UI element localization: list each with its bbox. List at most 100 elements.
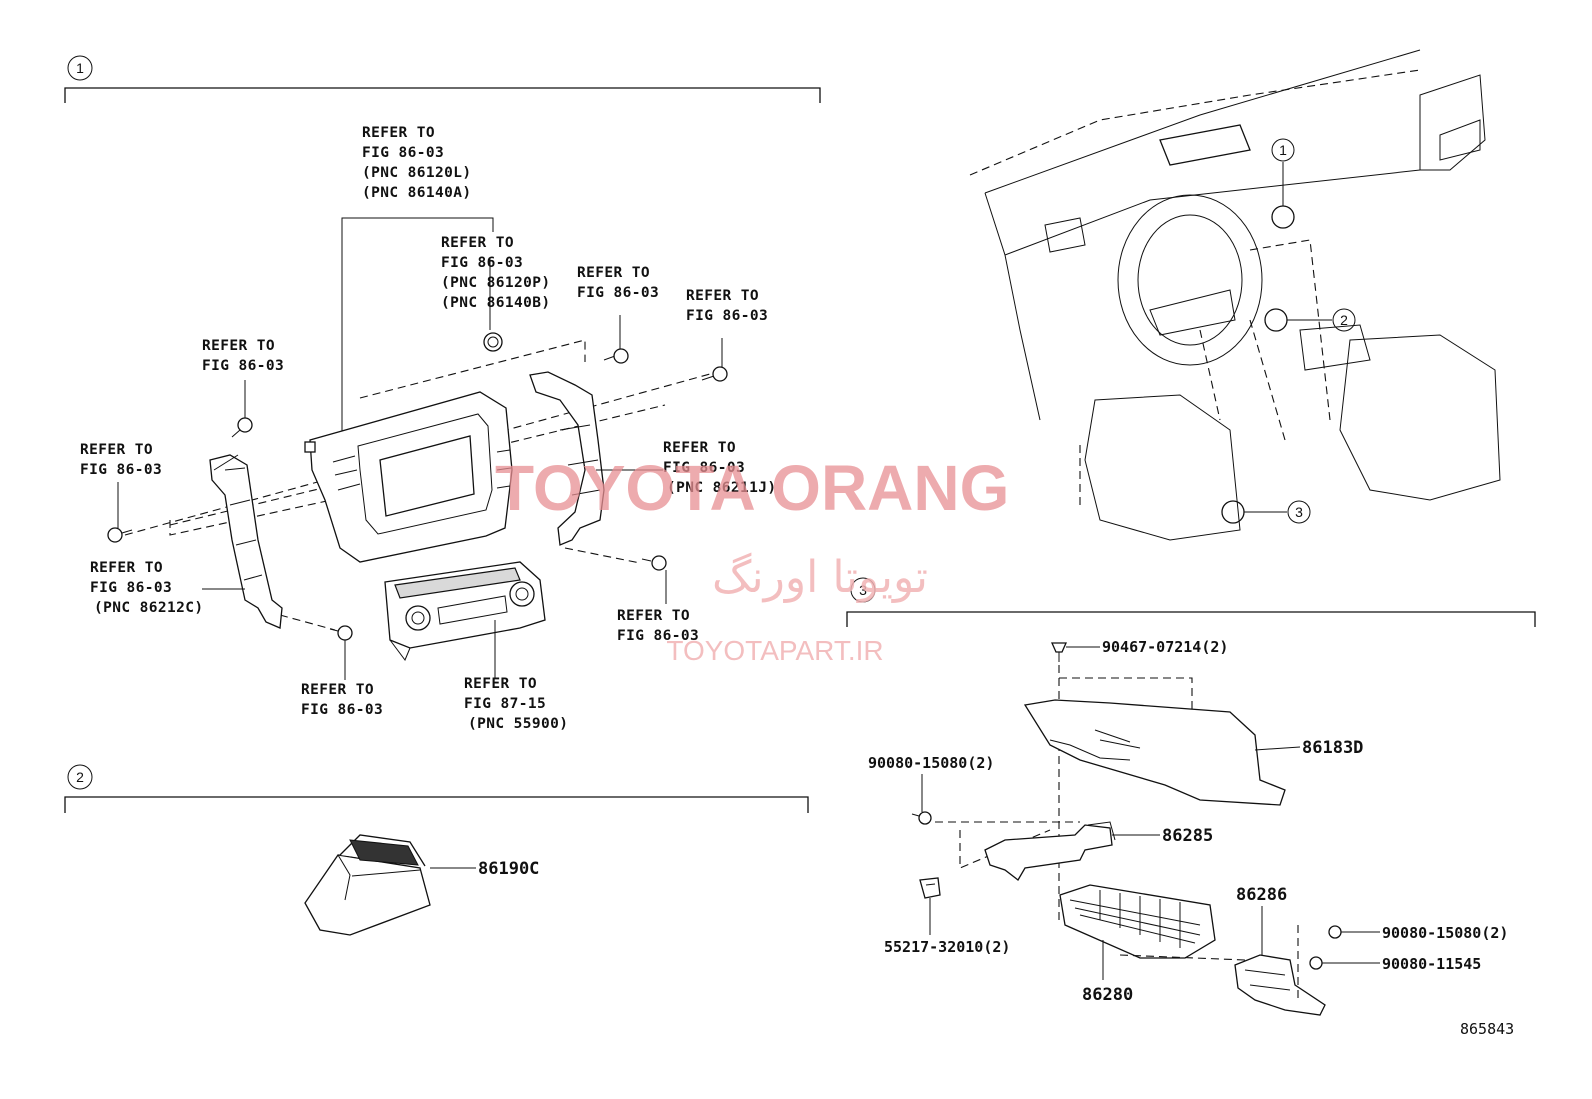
label-refer-left: REFER TO FIG 86-03 (80, 442, 162, 478)
svg-text:REFER TO: REFER TO (577, 265, 650, 281)
svg-text:1: 1 (1279, 142, 1287, 158)
label-86212C: REFER TO FIG 86-03 (PNC 86212C) (90, 560, 204, 616)
svg-text:REFER TO: REFER TO (441, 235, 514, 251)
svg-text:REFER TO: REFER TO (90, 560, 163, 576)
alignment-line-right-bracket (564, 547, 641, 564)
svg-text:2: 2 (1340, 312, 1348, 328)
part-86190C: 86190C (478, 859, 539, 879)
label-86120P: REFER TO FIG 86-03 (PNC 86120P) (PNC 861… (441, 235, 551, 311)
part-90080-11545: 90080-11545 (1382, 955, 1481, 973)
screw-bottom-right (641, 555, 667, 604)
section-marker-1-number: 1 (76, 60, 84, 76)
screw-left (107, 482, 133, 543)
svg-text:FIG 86-03: FIG 86-03 (202, 358, 284, 374)
svg-text:FIG 86-03: FIG 86-03 (663, 460, 745, 476)
svg-text:(PNC 86140A): (PNC 86140A) (362, 185, 472, 201)
part-55217-32010: 55217-32010(2) (884, 938, 1010, 956)
section-marker-2-number: 2 (76, 769, 84, 785)
svg-text:(PNC 86120P): (PNC 86120P) (441, 275, 551, 291)
part-86286: 86286 (1236, 885, 1287, 905)
screw-left-upper (231, 380, 253, 438)
watermark-title: TOYOTA ORANG (495, 452, 1009, 524)
left-bracket (202, 454, 283, 629)
section-1-bracket (64, 87, 821, 103)
label-86120L: REFER TO FIG 86-03 (PNC 86120L) (PNC 861… (362, 125, 472, 201)
svg-text:FIG 86-03: FIG 86-03 (617, 628, 699, 644)
vehicle-locator-view: 1 2 3 (969, 49, 1501, 541)
figure-id: 865843 (1460, 1020, 1514, 1038)
callout-1 (1271, 138, 1295, 162)
leader-86120L (341, 217, 494, 440)
watermark-persian: تویوتا اورنگ (712, 552, 928, 603)
part-90467-07214: 90467-07214(2) (1102, 638, 1228, 656)
screw-90080-15080-right (1328, 925, 1380, 939)
clip-90467 (1050, 642, 1100, 662)
section-3-bracket (846, 611, 1536, 627)
cover-86183D (1023, 699, 1301, 806)
screw-far-right (701, 338, 728, 382)
watermark-url: TOYOTAPART.IR (666, 635, 883, 666)
svg-text:REFER TO: REFER TO (80, 442, 153, 458)
part-86280: 86280 (1082, 985, 1133, 1005)
section-2: 2 86190C (64, 764, 809, 936)
location-3-ring (1221, 500, 1245, 524)
label-refer-bottom-left: REFER TO FIG 86-03 (301, 682, 383, 718)
right-bracket (529, 371, 663, 546)
section-2-bracket (64, 796, 809, 813)
svg-text:(PNC 55900): (PNC 55900) (468, 716, 568, 732)
section-marker-1 (67, 55, 93, 81)
svg-text:REFER TO: REFER TO (617, 608, 690, 624)
section-marker-3 (850, 577, 876, 603)
part-86285: 86285 (1162, 826, 1213, 846)
svg-text:(PNC 86120L): (PNC 86120L) (362, 165, 472, 181)
svg-text:REFER TO: REFER TO (686, 288, 759, 304)
callout-3 (1287, 500, 1311, 524)
label-86211J: REFER TO FIG 86-03 (PNC 86211J) (663, 440, 777, 496)
alignment-line-left-bracket (279, 614, 336, 631)
location-2-ring (1264, 308, 1288, 332)
svg-text:3: 3 (1295, 504, 1303, 520)
screw-90080-11545 (1309, 956, 1380, 970)
amplifier-86280 (1059, 884, 1216, 980)
svg-text:FIG 86-03: FIG 86-03 (686, 308, 768, 324)
part-86183D: 86183D (1302, 738, 1363, 758)
audio-control-panel (384, 561, 546, 678)
label-refer-far-right: REFER TO FIG 86-03 (686, 288, 768, 324)
switch-86190C (304, 834, 476, 936)
alignment-box-left (169, 469, 471, 536)
callout-2 (1332, 308, 1356, 332)
alignment-box-top (359, 339, 586, 399)
svg-text:FIG 86-03: FIG 86-03 (362, 145, 444, 161)
svg-text:FIG 86-03: FIG 86-03 (441, 255, 523, 271)
label-55900: REFER TO FIG 87-15 (PNC 55900) (464, 676, 568, 732)
bracket-86285 (984, 821, 1160, 881)
svg-text:FIG 86-03: FIG 86-03 (577, 285, 659, 301)
screw-top-right (603, 315, 629, 364)
label-refer-left-upper: REFER TO FIG 86-03 (202, 338, 284, 374)
section-1: 1 REFER TO FIG 86-03 (PNC 86120L) (PNC 8… (64, 55, 821, 732)
svg-text:FIG 86-03: FIG 86-03 (80, 462, 162, 478)
clip-55217 (919, 877, 941, 935)
bracket-86286 (1234, 954, 1326, 1016)
label-refer-top-right: REFER TO FIG 86-03 (577, 265, 659, 301)
label-refer-bottom-right: REFER TO FIG 86-03 (617, 608, 699, 644)
location-1-ring (1271, 205, 1295, 229)
screw-bottom-left (329, 625, 353, 680)
svg-text:REFER TO: REFER TO (663, 440, 736, 456)
watermark: TOYOTA ORANG تویوتا اورنگ TOYOTAPART.IR (495, 452, 1009, 666)
svg-text:REFER TO: REFER TO (202, 338, 275, 354)
part-90080-15080-left: 90080-15080(2) (868, 754, 994, 772)
svg-text:(PNC 86212C): (PNC 86212C) (94, 600, 204, 616)
screw-90080-left (911, 811, 932, 825)
svg-text:REFER TO: REFER TO (362, 125, 435, 141)
svg-text:(PNC 86211J): (PNC 86211J) (667, 480, 777, 496)
svg-text:FIG 87-15: FIG 87-15 (464, 696, 546, 712)
svg-text:REFER TO: REFER TO (301, 682, 374, 698)
section-3: 3 90467-07214(2) 86183D 90080-15080(2) (846, 577, 1536, 1016)
svg-text:FIG 86-03: FIG 86-03 (90, 580, 172, 596)
svg-text:FIG 86-03: FIG 86-03 (301, 702, 383, 718)
part-90080-15080-right: 90080-15080(2) (1382, 924, 1508, 942)
svg-text:(PNC 86140B): (PNC 86140B) (441, 295, 551, 311)
svg-text:REFER TO: REFER TO (464, 676, 537, 692)
